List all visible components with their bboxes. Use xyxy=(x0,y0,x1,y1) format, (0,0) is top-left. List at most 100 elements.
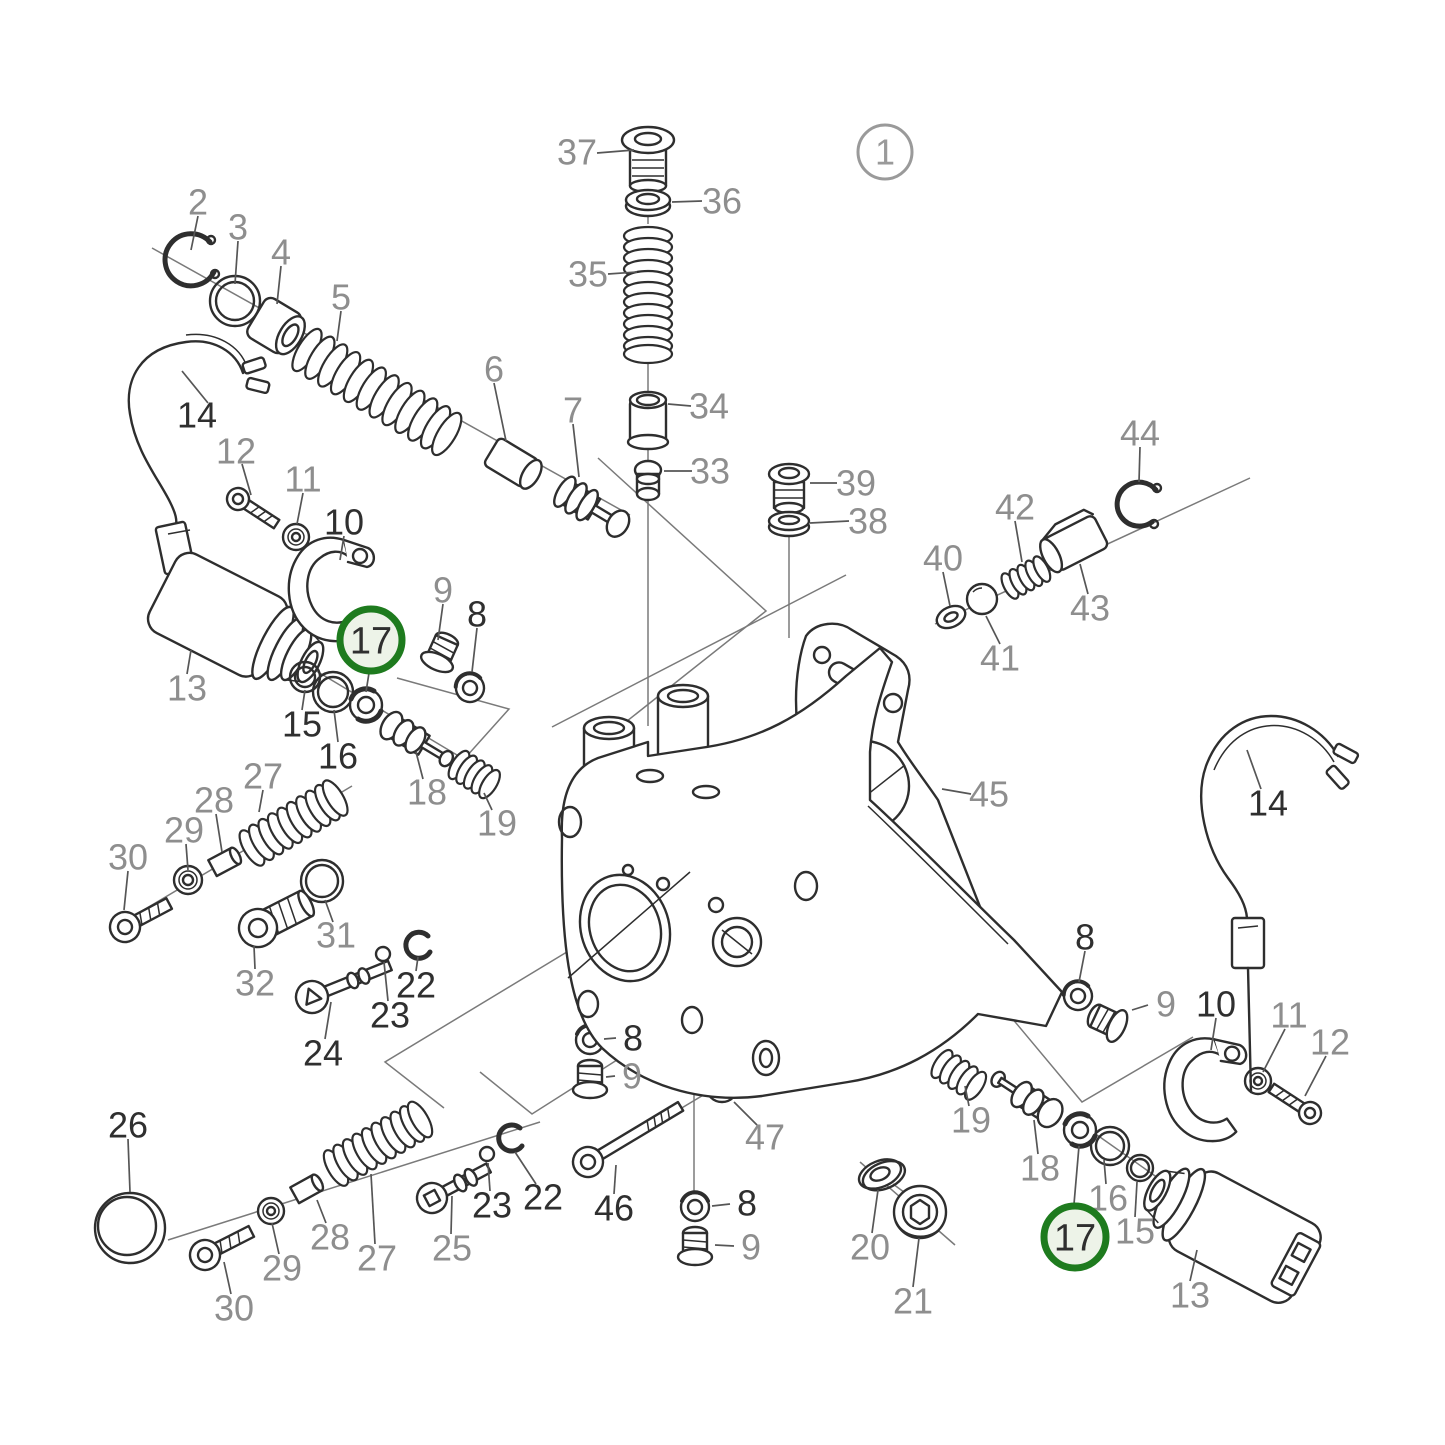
svg-text:14: 14 xyxy=(177,395,217,436)
callout-6: 6 xyxy=(484,349,507,442)
part-29-washer-lower xyxy=(256,1196,286,1226)
svg-text:26: 26 xyxy=(108,1105,148,1146)
callout-14: 14 xyxy=(177,370,217,436)
callout-10: 10 xyxy=(1196,984,1236,1051)
svg-text:20: 20 xyxy=(850,1227,890,1268)
part-23-ball-lower xyxy=(478,1145,496,1163)
svg-text:25: 25 xyxy=(432,1228,472,1269)
callout-9: 9 xyxy=(605,1056,642,1097)
callout-5: 5 xyxy=(331,277,351,342)
callout-29: 29 xyxy=(262,1222,302,1289)
callout-14: 14 xyxy=(1246,749,1288,824)
svg-text:8: 8 xyxy=(737,1183,757,1224)
callout-31: 31 xyxy=(316,899,356,956)
svg-text:17: 17 xyxy=(1054,1217,1096,1259)
svg-text:22: 22 xyxy=(396,965,436,1006)
callout-2: 2 xyxy=(188,182,208,251)
svg-text:8: 8 xyxy=(623,1018,643,1059)
callout-16: 16 xyxy=(318,709,358,777)
part-44-circlip xyxy=(1114,479,1163,530)
svg-text:12: 12 xyxy=(1310,1022,1350,1063)
part-35-spring xyxy=(622,225,674,365)
callout-19: 19 xyxy=(951,1085,991,1141)
callout-8: 8 xyxy=(603,1018,643,1059)
svg-text:11: 11 xyxy=(1270,995,1307,1036)
part-8-seal-left xyxy=(453,671,486,704)
svg-text:10: 10 xyxy=(324,502,364,543)
svg-text:4: 4 xyxy=(271,232,291,273)
svg-text:13: 13 xyxy=(1170,1275,1210,1316)
part-25-screw xyxy=(415,1162,493,1215)
part-15-oring-right xyxy=(1125,1153,1155,1183)
part-26-cap xyxy=(93,1191,167,1265)
svg-text:12: 12 xyxy=(216,431,256,472)
part-36-washer xyxy=(624,188,672,218)
callout-21: 21 xyxy=(893,1237,933,1322)
svg-text:14: 14 xyxy=(1248,783,1288,824)
callout-18: 18 xyxy=(1020,1119,1060,1189)
svg-text:3: 3 xyxy=(228,207,248,248)
callout-42: 42 xyxy=(995,487,1035,563)
callout-28: 28 xyxy=(310,1199,350,1258)
part-37-plug xyxy=(620,125,676,194)
part-23-ball-upper xyxy=(374,945,392,963)
svg-text:2: 2 xyxy=(188,182,208,223)
callout-13: 13 xyxy=(167,649,207,709)
callout-24: 24 xyxy=(303,1001,343,1074)
callout-9: 9 xyxy=(714,1227,761,1268)
callout-28: 28 xyxy=(194,780,234,853)
part-40-washer xyxy=(935,604,967,630)
svg-text:24: 24 xyxy=(303,1033,343,1074)
callout-8: 8 xyxy=(711,1183,757,1224)
highlighted-callout-17[interactable]: 17 xyxy=(1040,1145,1110,1272)
svg-text:28: 28 xyxy=(194,780,234,821)
callout-15: 15 xyxy=(282,689,322,745)
part-41-ball xyxy=(965,582,999,616)
callout-40: 40 xyxy=(923,538,963,607)
part-43-piston xyxy=(1039,508,1109,574)
callout-45: 45 xyxy=(941,774,1009,815)
part-16-oring-right xyxy=(1089,1125,1131,1167)
callout-46: 46 xyxy=(594,1164,634,1229)
svg-text:40: 40 xyxy=(923,538,963,579)
callout-9: 9 xyxy=(1131,984,1176,1025)
part-33-valve xyxy=(633,459,663,502)
svg-text:18: 18 xyxy=(407,772,447,813)
callout-19: 19 xyxy=(477,792,517,844)
callout-8: 8 xyxy=(1075,917,1095,983)
part-11-washer-right xyxy=(1243,1066,1273,1096)
callout-27: 27 xyxy=(243,756,283,813)
part-34-sleeve xyxy=(626,390,670,451)
svg-text:41: 41 xyxy=(980,638,1020,679)
part-30-screw-upper xyxy=(108,897,174,944)
part-22-clip-upper xyxy=(403,929,433,961)
part-27-spring-lower xyxy=(317,1097,439,1191)
part-8-seal-right xyxy=(1061,979,1094,1012)
callout-3: 3 xyxy=(228,207,248,285)
svg-text:7: 7 xyxy=(563,390,583,431)
svg-text:30: 30 xyxy=(214,1288,254,1329)
callout-30: 30 xyxy=(108,837,148,911)
svg-text:13: 13 xyxy=(167,668,207,709)
callout-47: 47 xyxy=(733,1101,785,1158)
svg-text:39: 39 xyxy=(836,463,876,504)
svg-text:30: 30 xyxy=(108,837,148,878)
callout-15: 15 xyxy=(1115,1181,1155,1252)
svg-text:29: 29 xyxy=(262,1248,302,1289)
part-20-washer xyxy=(857,1158,907,1192)
part-10-fork-right xyxy=(1163,1037,1248,1143)
highlighted-callout-17[interactable]: 17 xyxy=(336,605,406,693)
svg-text:18: 18 xyxy=(1020,1148,1060,1189)
svg-text:6: 6 xyxy=(484,349,504,390)
svg-text:10: 10 xyxy=(1196,984,1236,1025)
part-24-screw xyxy=(294,959,393,1015)
svg-text:36: 36 xyxy=(702,181,742,222)
part-9-plug-left xyxy=(419,631,460,674)
callout-11: 11 xyxy=(284,459,322,525)
svg-text:29: 29 xyxy=(164,810,204,851)
part-29-washer-upper xyxy=(172,864,204,896)
part-19-spring-right xyxy=(926,1045,992,1105)
svg-text:22: 22 xyxy=(523,1177,563,1218)
svg-text:27: 27 xyxy=(243,756,283,797)
